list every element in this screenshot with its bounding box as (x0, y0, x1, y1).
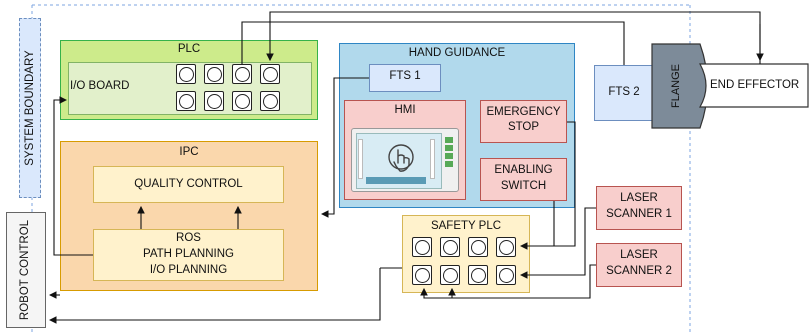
plc-port-6 (204, 91, 224, 111)
ros-box (93, 229, 284, 281)
plc-port-2 (204, 64, 224, 84)
quality-control-box (93, 166, 284, 203)
fts2-box (594, 65, 654, 121)
fts1-box (369, 64, 441, 92)
enabling-switch-label-2: SWITCH (500, 180, 547, 192)
safety-port-2 (440, 237, 460, 257)
hmi-label: HMI (394, 104, 416, 116)
fts1-label: FTS 1 (389, 70, 421, 82)
laser-scanner-2-label-2: SCANNER 2 (606, 265, 672, 277)
plc-port-3 (232, 64, 252, 84)
laser-scanner-1-label-2: SCANNER 1 (606, 208, 672, 220)
hand-guidance-label: HAND GUIDANCE (408, 47, 506, 59)
plc-port-8 (260, 91, 280, 111)
end-effector-label: END EFFECTOR (710, 79, 800, 91)
safety-port-6 (440, 265, 460, 285)
emergency-stop-label-2: STOP (507, 121, 540, 133)
safety-port-8 (496, 265, 516, 285)
ipc-label: IPC (179, 146, 199, 158)
ros-label-3: I/O PLANNING (149, 264, 228, 276)
robot-control-box (6, 212, 46, 328)
emergency-stop-box (480, 100, 567, 143)
laser-scanner-1-label-1: LASER (620, 192, 658, 204)
quality-control-label: QUALITY CONTROL (134, 178, 243, 190)
plc-label: PLC (177, 43, 201, 55)
safety-port-3 (468, 237, 488, 257)
plc-port-1 (176, 64, 196, 84)
safety-port-5 (412, 265, 432, 285)
plc-port-5 (176, 91, 196, 111)
laser-scanner-2-label-1: LASER (620, 249, 658, 261)
ros-label-2: PATH PLANNING (143, 248, 234, 260)
system-boundary-label-box (19, 18, 41, 198)
safety-port-7 (468, 265, 488, 285)
plc-port-7 (232, 91, 252, 111)
enabling-switch-box (480, 158, 567, 201)
safety-plc-label: SAFETY PLC (430, 220, 502, 232)
io-board-label: I/O BOARD (70, 80, 130, 92)
ros-label-1: ROS (176, 232, 201, 244)
laser-scanner-1-box (596, 186, 682, 230)
plc-port-4 (260, 64, 280, 84)
safety-port-4 (496, 237, 516, 257)
enabling-switch-label-1: ENABLING (494, 164, 553, 176)
fts2-label: FTS 2 (608, 86, 640, 98)
safety-port-1 (412, 237, 432, 257)
laser-scanner-2-box (596, 243, 682, 287)
emergency-stop-label-1: EMERGENCY (486, 106, 561, 118)
hmi-tablet-graphic (351, 128, 459, 192)
